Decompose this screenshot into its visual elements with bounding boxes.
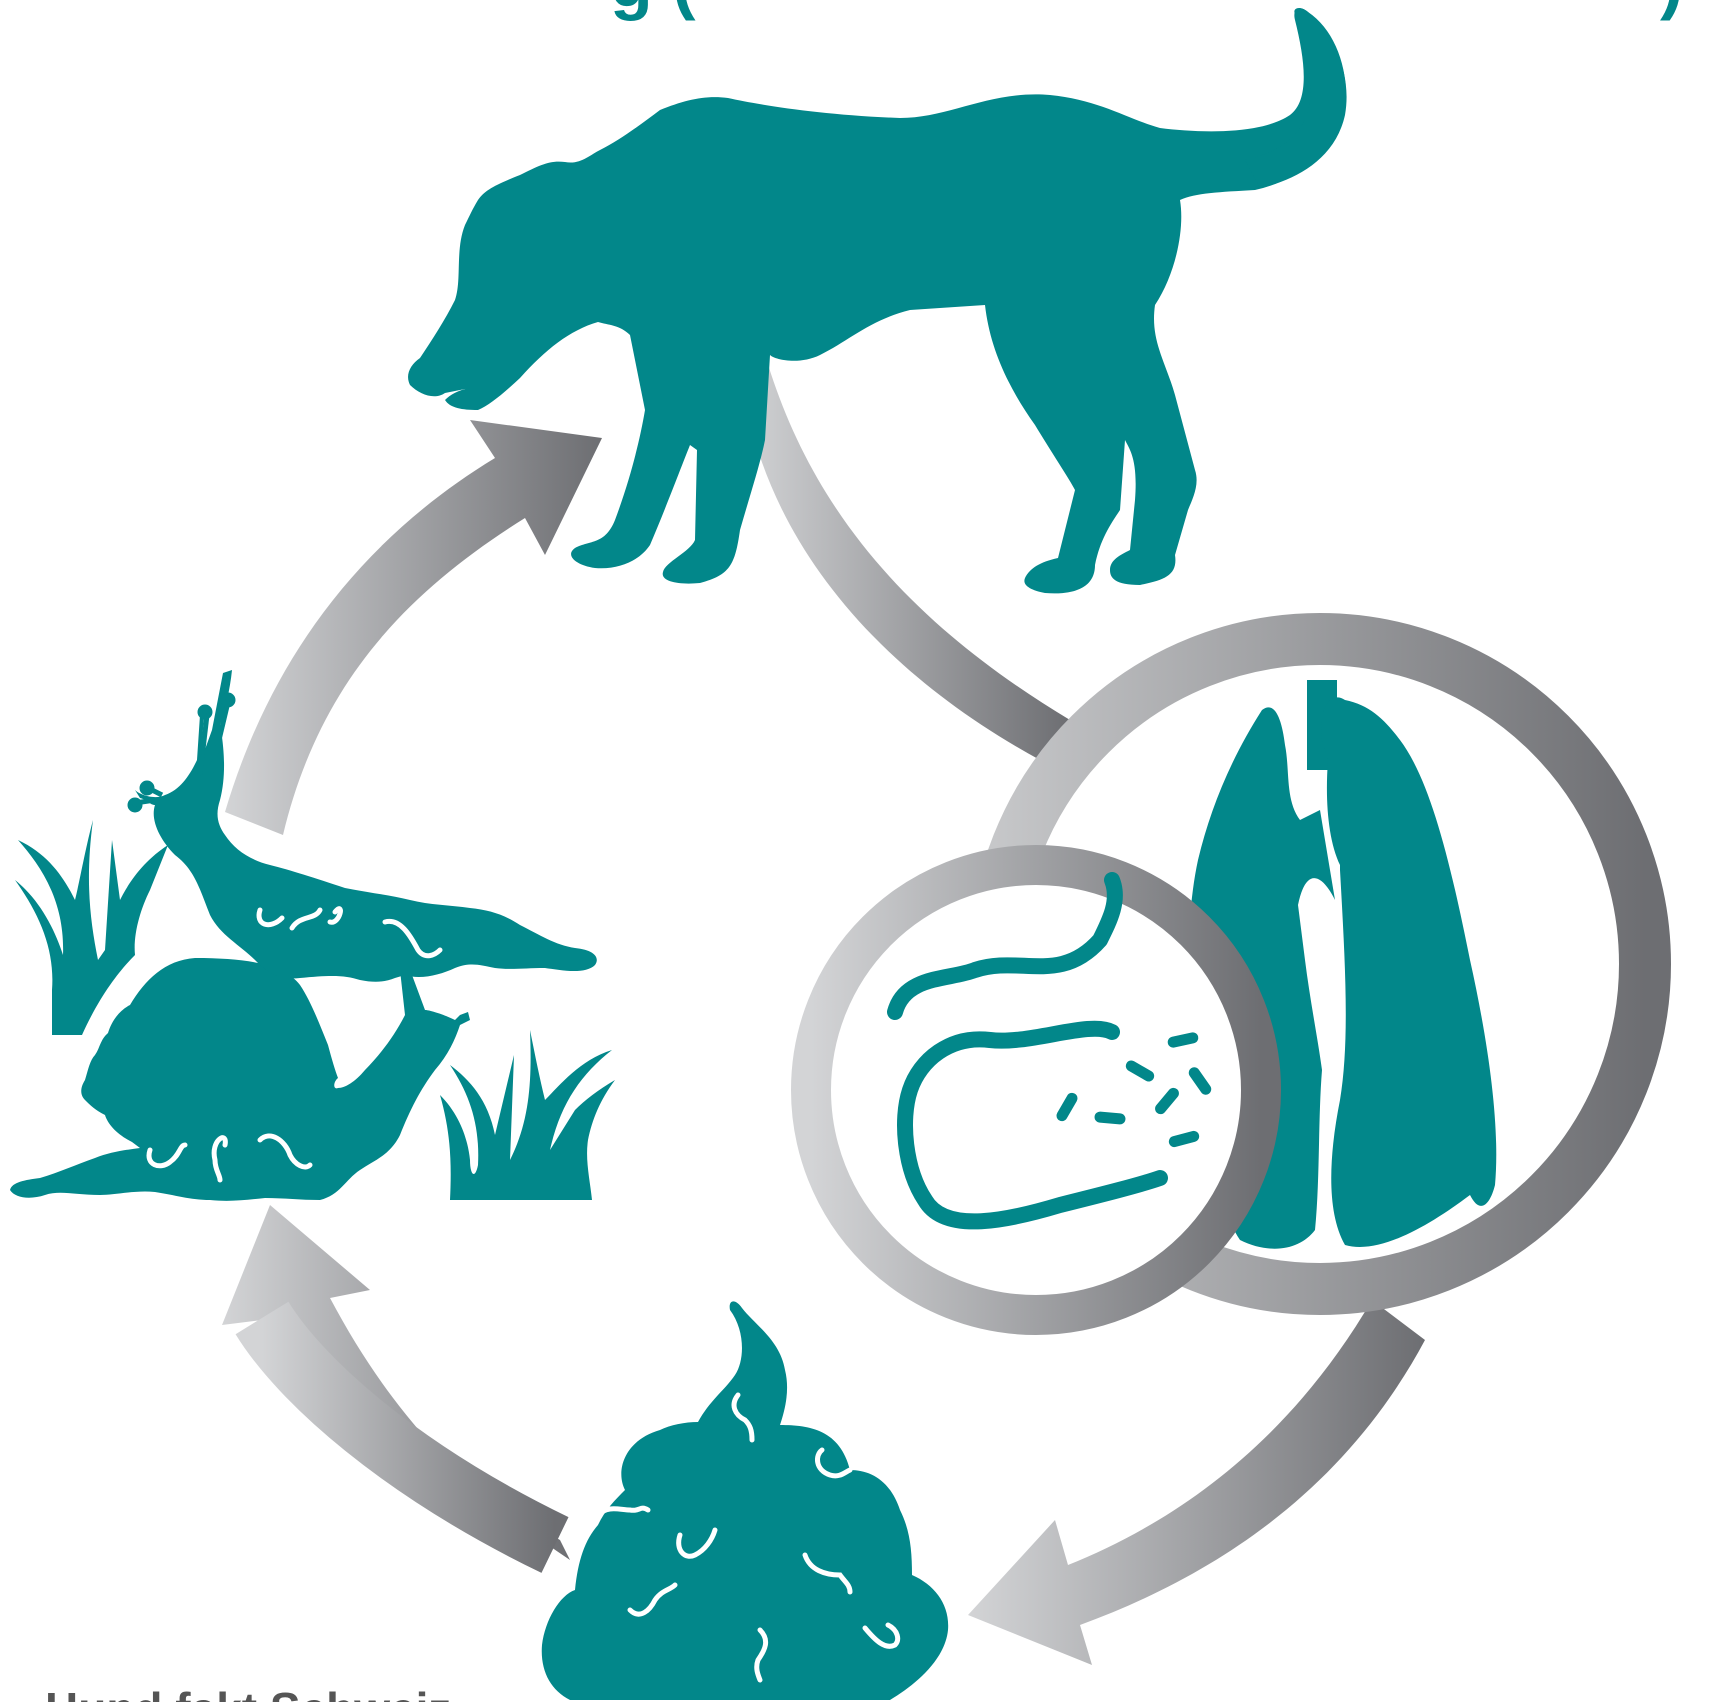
title: g ( ) xyxy=(610,0,1683,21)
arrow-snail-to-dog xyxy=(225,420,602,835)
feces-icon xyxy=(542,1301,948,1700)
arrow-lungs-to-feces xyxy=(968,1300,1425,1665)
arrow-feces-to-snail xyxy=(222,1205,570,1560)
title-fragment: g ( xyxy=(610,0,696,21)
worms-ring xyxy=(811,865,1261,1315)
credit-fragment: Hund fakt Schweiz xyxy=(45,1683,451,1702)
dog-tail-icon xyxy=(1245,8,1347,188)
title-end-fragment: ) xyxy=(1660,0,1683,21)
